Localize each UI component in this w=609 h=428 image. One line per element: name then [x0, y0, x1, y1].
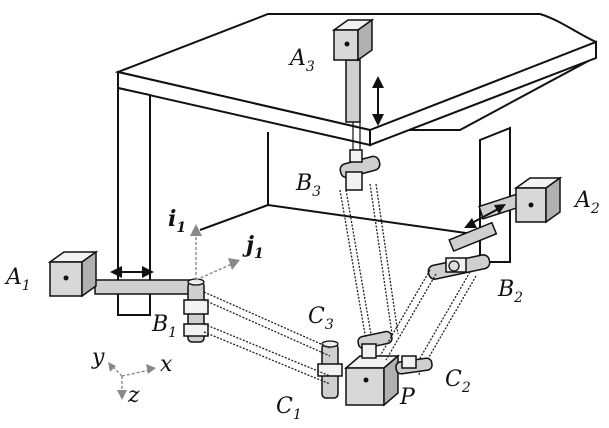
- a1-cube-side: [81, 250, 97, 298]
- label-a3: A3: [288, 46, 315, 75]
- joint-b3: [339, 149, 381, 191]
- actuator-a2: [448, 176, 563, 253]
- links-b3-c3: [339, 183, 399, 341]
- label-c2: C2: [445, 367, 471, 396]
- label-x: x: [160, 352, 173, 377]
- label-b3: B3: [295, 171, 321, 200]
- label-c3: C3: [308, 304, 334, 333]
- a2-dot: [528, 202, 534, 208]
- label-c1: C1: [276, 394, 302, 423]
- label-i1: i1: [168, 206, 186, 236]
- b1-block: [183, 299, 209, 315]
- label-b2: B2: [497, 277, 523, 306]
- frame-floor-left: [199, 204, 269, 231]
- joint-b2: [427, 254, 491, 280]
- joint-b1: [183, 278, 209, 343]
- label-z: z: [127, 383, 140, 408]
- a2-cube-side: [545, 176, 561, 224]
- label-a1: A1: [4, 265, 31, 294]
- label-b1: B1: [151, 312, 177, 341]
- a2-motion-arrow: [469, 207, 501, 225]
- actuator-a3: [331, 18, 384, 150]
- links-b1-c1: [203, 291, 331, 385]
- label-j1: j1: [242, 232, 264, 262]
- platform-p: [343, 354, 401, 407]
- x-axis: [121, 369, 151, 377]
- frame-right-leg: [479, 126, 511, 263]
- p-cube-side: [383, 354, 399, 407]
- frame-top-right-edge: [369, 40, 597, 147]
- a1-rod: [94, 279, 196, 295]
- global-axes: [108, 362, 156, 400]
- frame: [114, 13, 598, 316]
- a3-cube-side: [357, 18, 373, 62]
- a1-dot: [63, 275, 69, 281]
- frame-floor-right: [267, 204, 481, 236]
- local-axes-i1-j1: [190, 224, 240, 281]
- label-a2: A2: [573, 188, 600, 217]
- label-p: P: [399, 385, 416, 410]
- actuator-a1: [47, 250, 196, 298]
- a2-inner-rod: [448, 221, 498, 253]
- p-cube-front: [345, 367, 385, 406]
- joint-c1: [317, 340, 343, 399]
- label-y: y: [91, 345, 105, 370]
- j1-axis: [195, 263, 233, 281]
- a3-rod: [345, 59, 361, 123]
- joint-c2: [395, 355, 433, 375]
- joint-c3: [357, 330, 393, 359]
- a3-dot: [344, 41, 350, 47]
